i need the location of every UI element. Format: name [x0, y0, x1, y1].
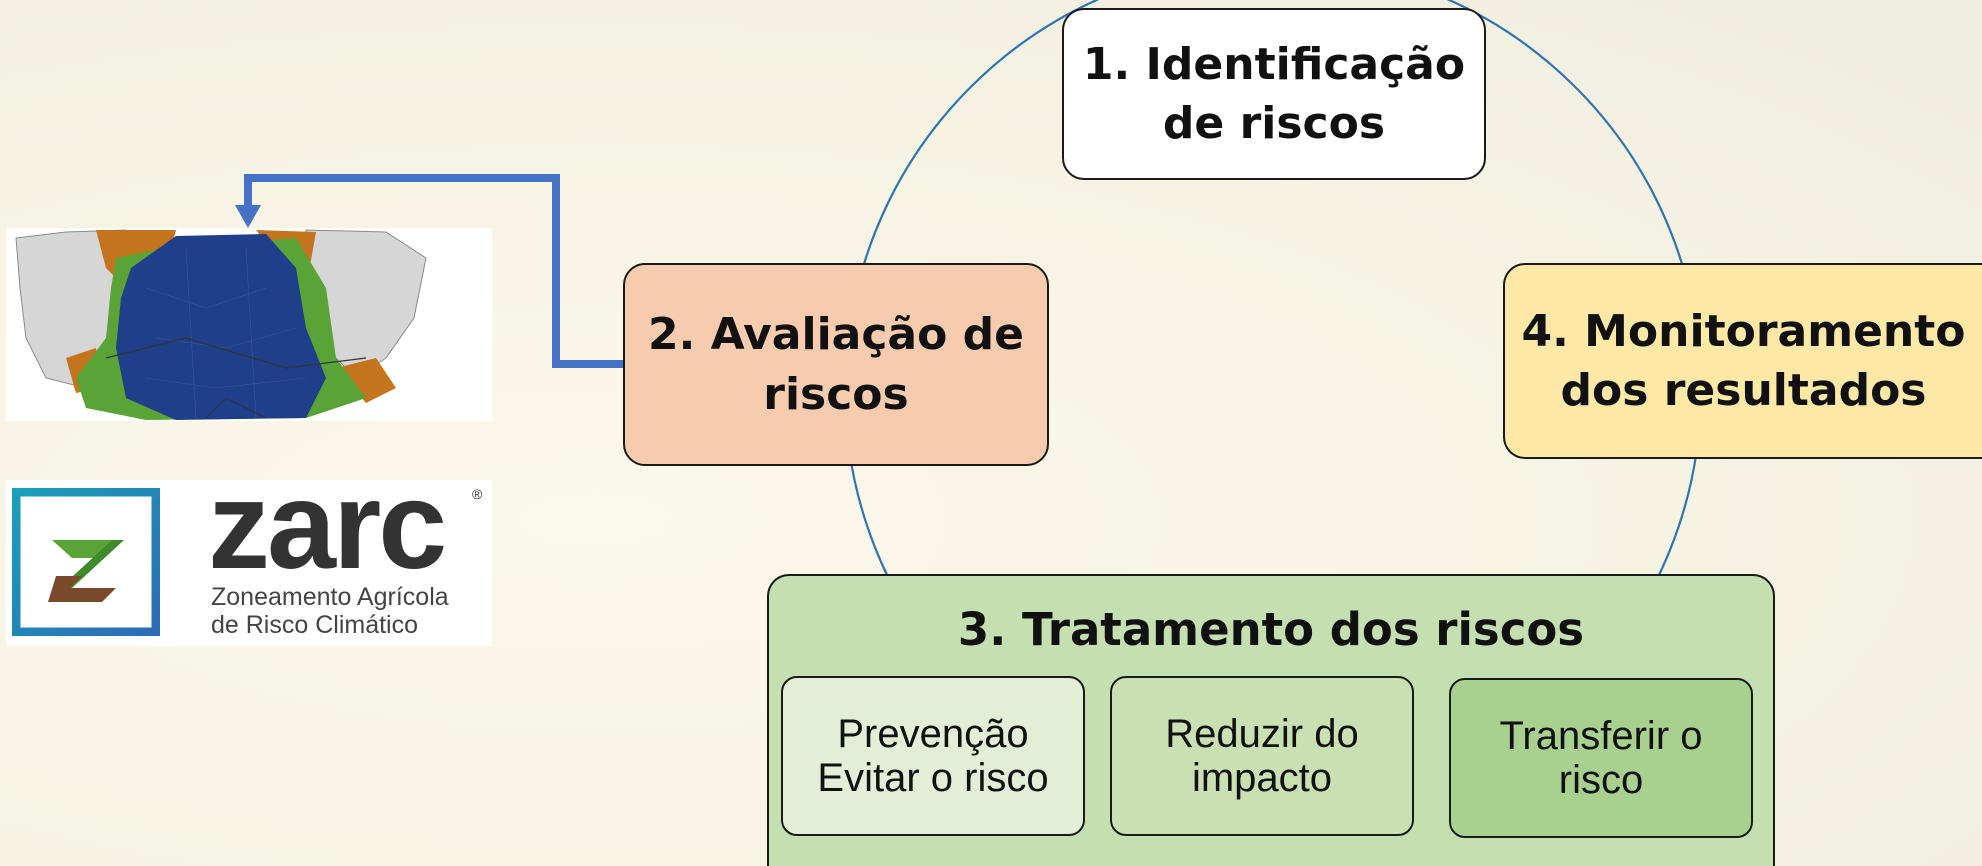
option-transferir-risco: Transferir o risco	[1449, 678, 1753, 838]
registered-mark: ®	[472, 486, 483, 502]
option-prevencao-line1: Prevenção	[837, 712, 1029, 756]
option-reduzir-line2: impacto	[1191, 756, 1333, 800]
zarc-subtitle-line1: Zoneamento Agrícola	[211, 583, 449, 611]
step-identificacao-line1: 1. Identificação	[1082, 38, 1466, 90]
step-identificacao-line2: de riscos	[1162, 98, 1386, 149]
zarc-subtitle: Zoneamento Agrícola de Risco Climático	[211, 583, 449, 639]
step-avaliacao-line1: 2. Avaliação de	[647, 309, 1025, 361]
zarc-subtitle-line2: de Risco Climático	[211, 610, 419, 639]
option-transferir-line1: Transferir o	[1499, 714, 1703, 758]
step-tratamento-title: 3. Tratamento dos riscos	[957, 603, 1585, 656]
option-prevencao: Prevenção Evitar o risco	[781, 676, 1085, 836]
feedback-arrow	[244, 174, 623, 368]
feedback-arrowhead	[235, 205, 261, 228]
step-identificacao: 1. Identificação de riscos	[1062, 8, 1486, 180]
zarc-logo: zarc ® Zoneamento Agrícola de Risco Clim…	[6, 464, 492, 646]
zarc-wordmark: zarc	[208, 457, 447, 595]
step-avaliacao: 2. Avaliação de riscos	[623, 263, 1049, 466]
option-reduzir-impacto: Reduzir do impacto	[1110, 676, 1414, 836]
step-monitoramento: 4. Monitoramento dos resultados	[1503, 263, 1982, 459]
option-reduzir-line1: Reduzir do	[1165, 712, 1359, 756]
option-prevencao-line2: Evitar o risco	[817, 756, 1049, 800]
zarc-z-icon	[12, 488, 160, 636]
step-avaliacao-line2: riscos	[763, 368, 909, 420]
risk-zoning-map	[6, 228, 492, 421]
option-transferir-line2: risco	[1558, 758, 1644, 802]
step-monitoramento-line2: dos resultados	[1560, 365, 1927, 416]
step-tratamento: 3. Tratamento dos riscos Prevenção Evita…	[767, 574, 1775, 866]
step-monitoramento-line1: 4. Monitoramento	[1521, 305, 1966, 357]
